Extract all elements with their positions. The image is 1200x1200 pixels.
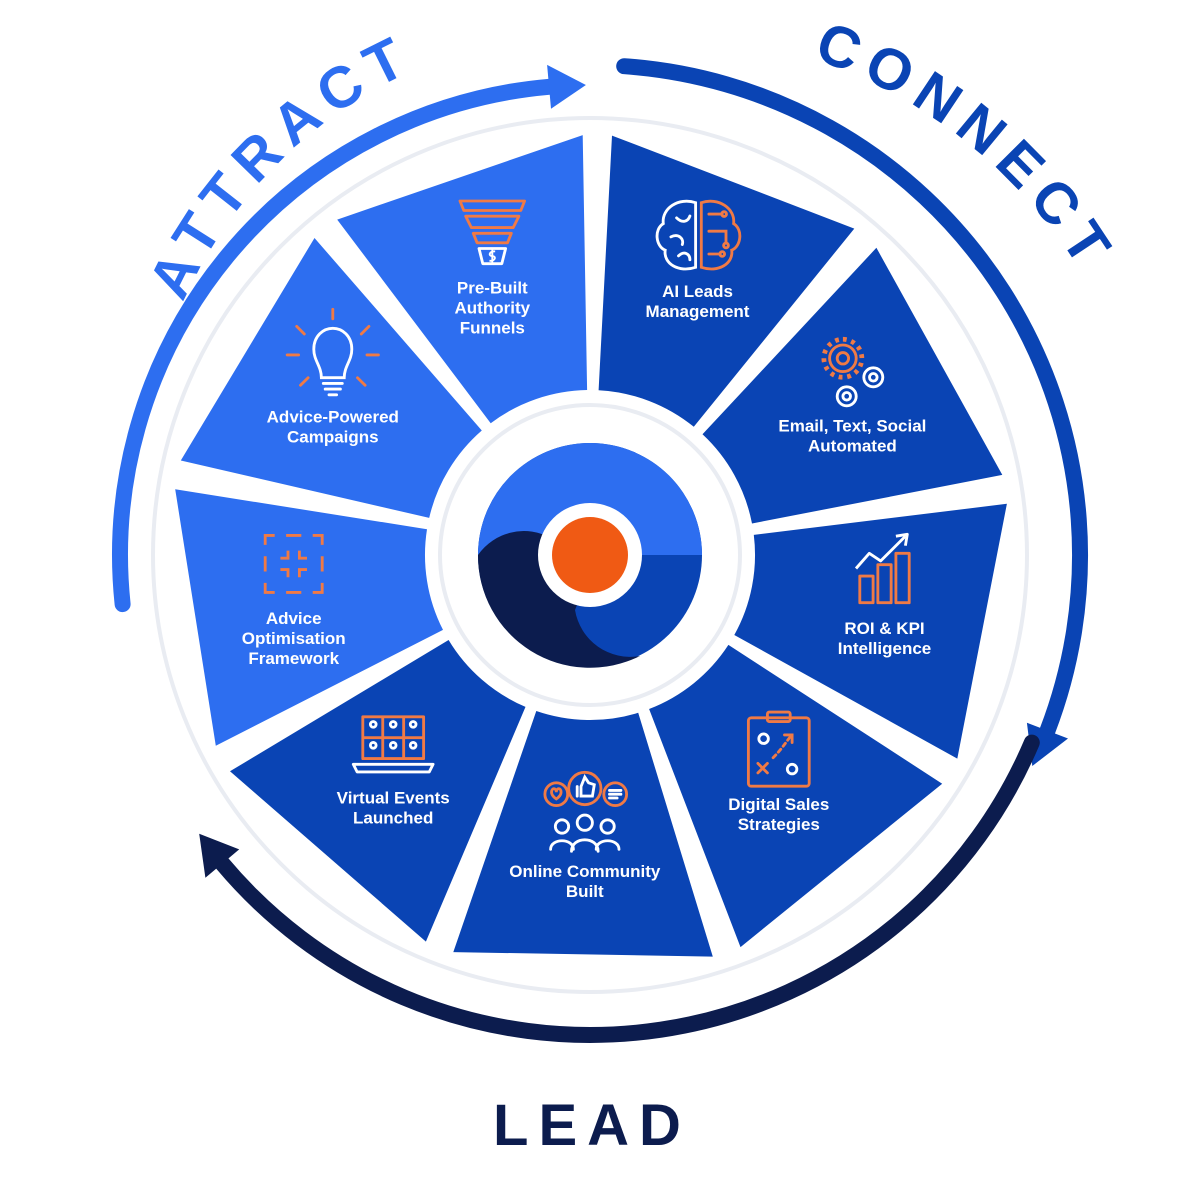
lead-arrowhead: [199, 833, 240, 878]
segment-label-line: Authority: [455, 298, 531, 317]
segment-label-line: Virtual Events: [337, 788, 450, 807]
lightbulb-icon: [285, 307, 380, 397]
segment-label-line: Framework: [248, 649, 339, 668]
connect-arrow: [616, 58, 1089, 739]
segment-wedge: [649, 644, 943, 948]
segment-label-line: Launched: [353, 808, 433, 827]
segment-wedge: [702, 247, 1003, 524]
segment-label-line: Campaigns: [287, 428, 379, 447]
segment-label-line: Advice: [266, 609, 322, 628]
funnel-icon: [458, 199, 527, 266]
segment-label-line: Built: [566, 882, 604, 901]
brain-circuit-icon: [655, 199, 742, 271]
attract-arrowhead: [547, 64, 586, 109]
lead-arrow: [214, 734, 1040, 1043]
segment-label-line: Digital Sales: [728, 795, 829, 814]
segment-wedge: [337, 135, 588, 424]
segment-label-line: Management: [646, 302, 750, 321]
phase-label-lead: LEAD: [493, 1093, 691, 1158]
focus-frame-icon: [263, 533, 324, 594]
segment-label-line: Intelligence: [838, 639, 932, 658]
segment-label-line: Pre-Built: [457, 278, 528, 297]
gears-icon: [821, 336, 885, 408]
segment-label-line: Strategies: [738, 815, 820, 834]
segment-label-line: Optimisation: [242, 629, 346, 648]
segment-label-line: Online Community: [509, 862, 661, 881]
strategy-clipboard-icon: [746, 710, 811, 788]
attract-arrow: [112, 78, 557, 613]
segment-wedge: [175, 489, 443, 746]
cycle-arrows: [112, 58, 1089, 1043]
center-hub: [432, 397, 748, 713]
community-icon: [543, 770, 629, 853]
segment-wedge: [230, 640, 526, 942]
laptop-video-call-icon: [351, 715, 435, 774]
circular-logo-icon: [477, 443, 702, 668]
segment-label-line: Automated: [808, 437, 897, 456]
bar-chart-growth-icon: [854, 532, 911, 605]
segment-label-line: AI Leads: [662, 282, 733, 301]
segment-wedge: [734, 503, 1007, 759]
segment-label-line: Funnels: [460, 318, 525, 337]
segment-label-line: ROI & KPI: [844, 619, 924, 638]
segment-label-line: Advice-Powered: [267, 408, 399, 427]
segment-wedge: [598, 135, 855, 427]
connect-arrowhead: [1026, 722, 1068, 766]
segment-label-line: Email, Text, Social: [778, 417, 926, 436]
segment-wedge: [453, 711, 713, 957]
